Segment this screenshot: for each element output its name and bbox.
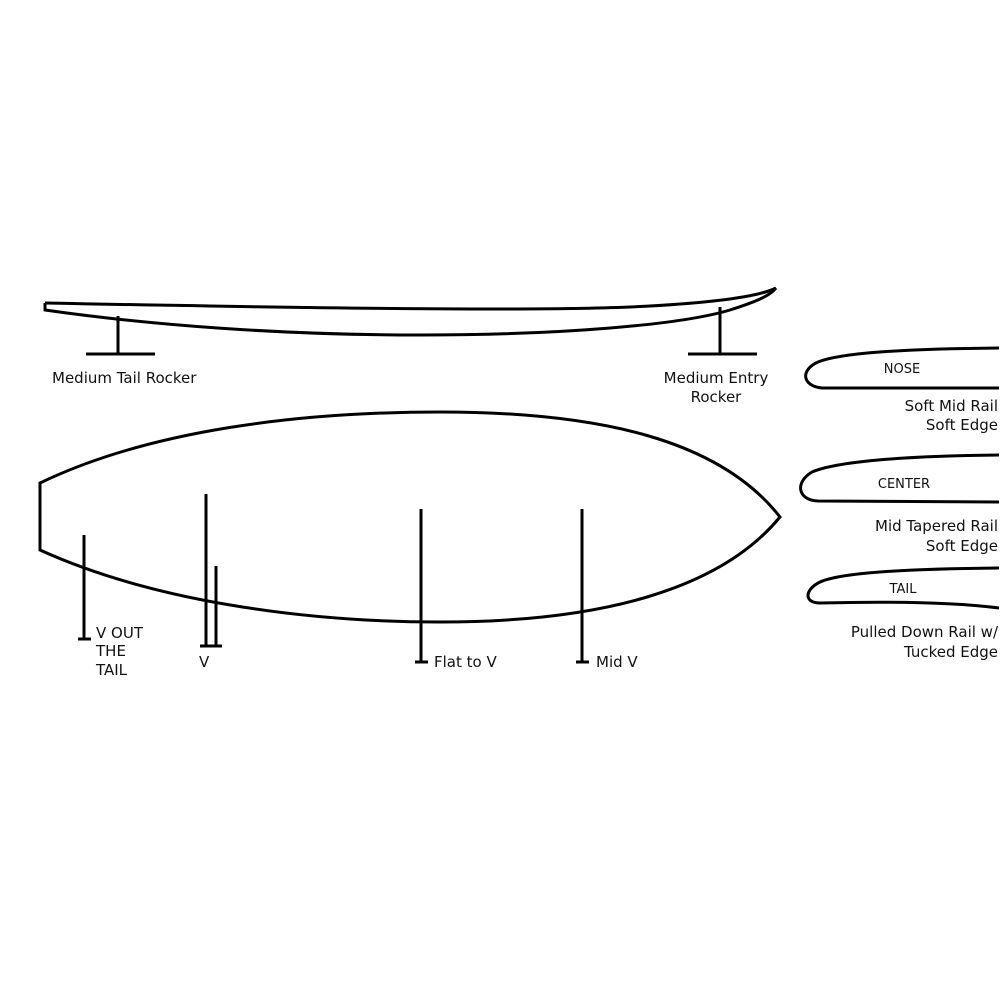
rocker-bottom-line — [43, 287, 778, 337]
bottom-contours: V OUT THE TAIL V Flat to V Mid V — [78, 494, 638, 679]
v-out-label-2: THE — [95, 642, 126, 660]
center-rail-desc-2: Soft Edge — [926, 537, 998, 555]
v-marker — [200, 494, 222, 648]
tail-rail-desc-2: Tucked Edge — [903, 643, 998, 661]
nose-rail-title: NOSE — [884, 362, 920, 377]
v-out-tail-marker — [78, 535, 91, 641]
board-outline — [38, 410, 782, 624]
tail-rail-desc-1: Pulled Down Rail w/ — [851, 623, 999, 641]
mid-v-marker — [576, 509, 589, 664]
center-rail-profile — [799, 453, 1000, 504]
rail-nose: NOSE Soft Mid Rail Soft Edge — [804, 346, 1000, 434]
rocker-profile: Medium Tail Rocker Medium Entry Rocker — [43, 286, 778, 406]
flat-to-v-marker — [415, 509, 428, 664]
tail-rocker-stand — [86, 316, 155, 356]
v-out-label-3: TAIL — [95, 661, 128, 679]
entry-rocker-label-1: Medium Entry — [664, 369, 769, 387]
nose-rail-profile — [804, 346, 1000, 390]
tail-rail-profile — [806, 566, 1000, 610]
v-label: V — [199, 653, 210, 671]
mid-v-label: Mid V — [596, 653, 638, 671]
nose-rail-desc-1: Soft Mid Rail — [905, 397, 998, 415]
board-outline-shape — [38, 410, 782, 624]
center-rail-title: CENTER — [878, 477, 930, 492]
rail-tail: TAIL Pulled Down Rail w/ Tucked Edge — [806, 566, 1000, 661]
entry-rocker-label-2: Rocker — [691, 388, 743, 406]
center-rail-desc-1: Mid Tapered Rail — [875, 517, 998, 535]
tail-rocker-label: Medium Tail Rocker — [52, 369, 197, 387]
flat-to-v-label: Flat to V — [434, 653, 497, 671]
rocker-deck-line — [44, 286, 777, 311]
entry-rocker-stand — [688, 307, 757, 356]
nose-rail-desc-2: Soft Edge — [926, 416, 998, 434]
tail-rail-title: TAIL — [889, 582, 918, 597]
v-out-label-1: V OUT — [96, 624, 144, 642]
rail-center: CENTER Mid Tapered Rail Soft Edge — [799, 453, 1000, 555]
